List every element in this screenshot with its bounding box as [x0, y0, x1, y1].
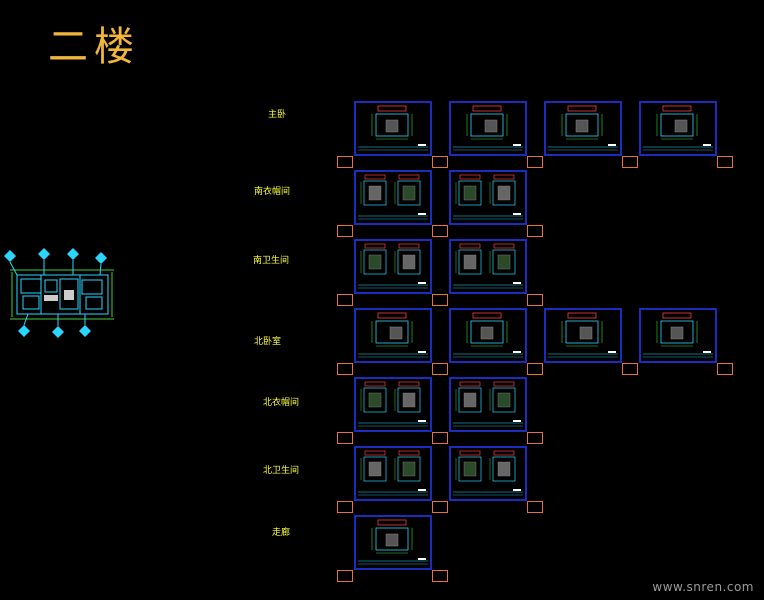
drawing-sheet[interactable] — [354, 101, 432, 156]
row-label: 北卫生间 — [263, 466, 300, 476]
sheet-tag — [717, 156, 733, 168]
sheet-tag — [527, 363, 543, 375]
sheet-tag — [337, 570, 353, 582]
drawing-sheet[interactable] — [449, 101, 527, 156]
drawing-sheet[interactable] — [354, 239, 432, 294]
drawing-sheet[interactable] — [449, 239, 527, 294]
drawing-sheet[interactable] — [354, 377, 432, 432]
drawing-sheet[interactable] — [354, 308, 432, 363]
sheet-tag — [337, 432, 353, 444]
row-label: 走廊 — [272, 528, 291, 538]
sheet-tag — [717, 363, 733, 375]
sheet-tag — [622, 363, 638, 375]
row-label: 南卫生间 — [253, 256, 290, 266]
row-label: 北衣帽间 — [263, 398, 300, 408]
sheet-tag — [432, 294, 448, 306]
sheet-tag — [432, 432, 448, 444]
drawing-sheet[interactable] — [449, 308, 527, 363]
sheet-tag — [337, 294, 353, 306]
sheet-tag — [527, 501, 543, 513]
drawing-sheet[interactable] — [354, 515, 432, 570]
drawing-sheet[interactable] — [544, 308, 622, 363]
sheet-tag — [337, 156, 353, 168]
sheet-tag — [432, 225, 448, 237]
sheet-tag — [527, 294, 543, 306]
row-label: 主卧 — [268, 110, 287, 120]
sheet-tag — [432, 570, 448, 582]
page-title: 二楼 — [48, 24, 140, 70]
row-label: 北卧室 — [254, 337, 282, 347]
sheet-tag — [527, 156, 543, 168]
drawing-sheet[interactable] — [544, 101, 622, 156]
watermark: www.snren.com — [652, 580, 754, 594]
drawing-sheet[interactable] — [449, 446, 527, 501]
sheet-tag — [527, 432, 543, 444]
drawing-sheet[interactable] — [354, 446, 432, 501]
drawing-sheet[interactable] — [449, 170, 527, 225]
sheet-tag — [337, 501, 353, 513]
drawing-sheet[interactable] — [639, 101, 717, 156]
sheet-tag — [337, 363, 353, 375]
drawing-sheet[interactable] — [639, 308, 717, 363]
sheet-tag — [337, 225, 353, 237]
sheet-tag — [527, 225, 543, 237]
sheet-tag — [432, 501, 448, 513]
sheet-tag — [432, 363, 448, 375]
sheet-tag — [432, 156, 448, 168]
row-label: 南衣帽间 — [254, 187, 291, 197]
drawing-sheet[interactable] — [354, 170, 432, 225]
drawing-sheet[interactable] — [449, 377, 527, 432]
sheet-tag — [622, 156, 638, 168]
